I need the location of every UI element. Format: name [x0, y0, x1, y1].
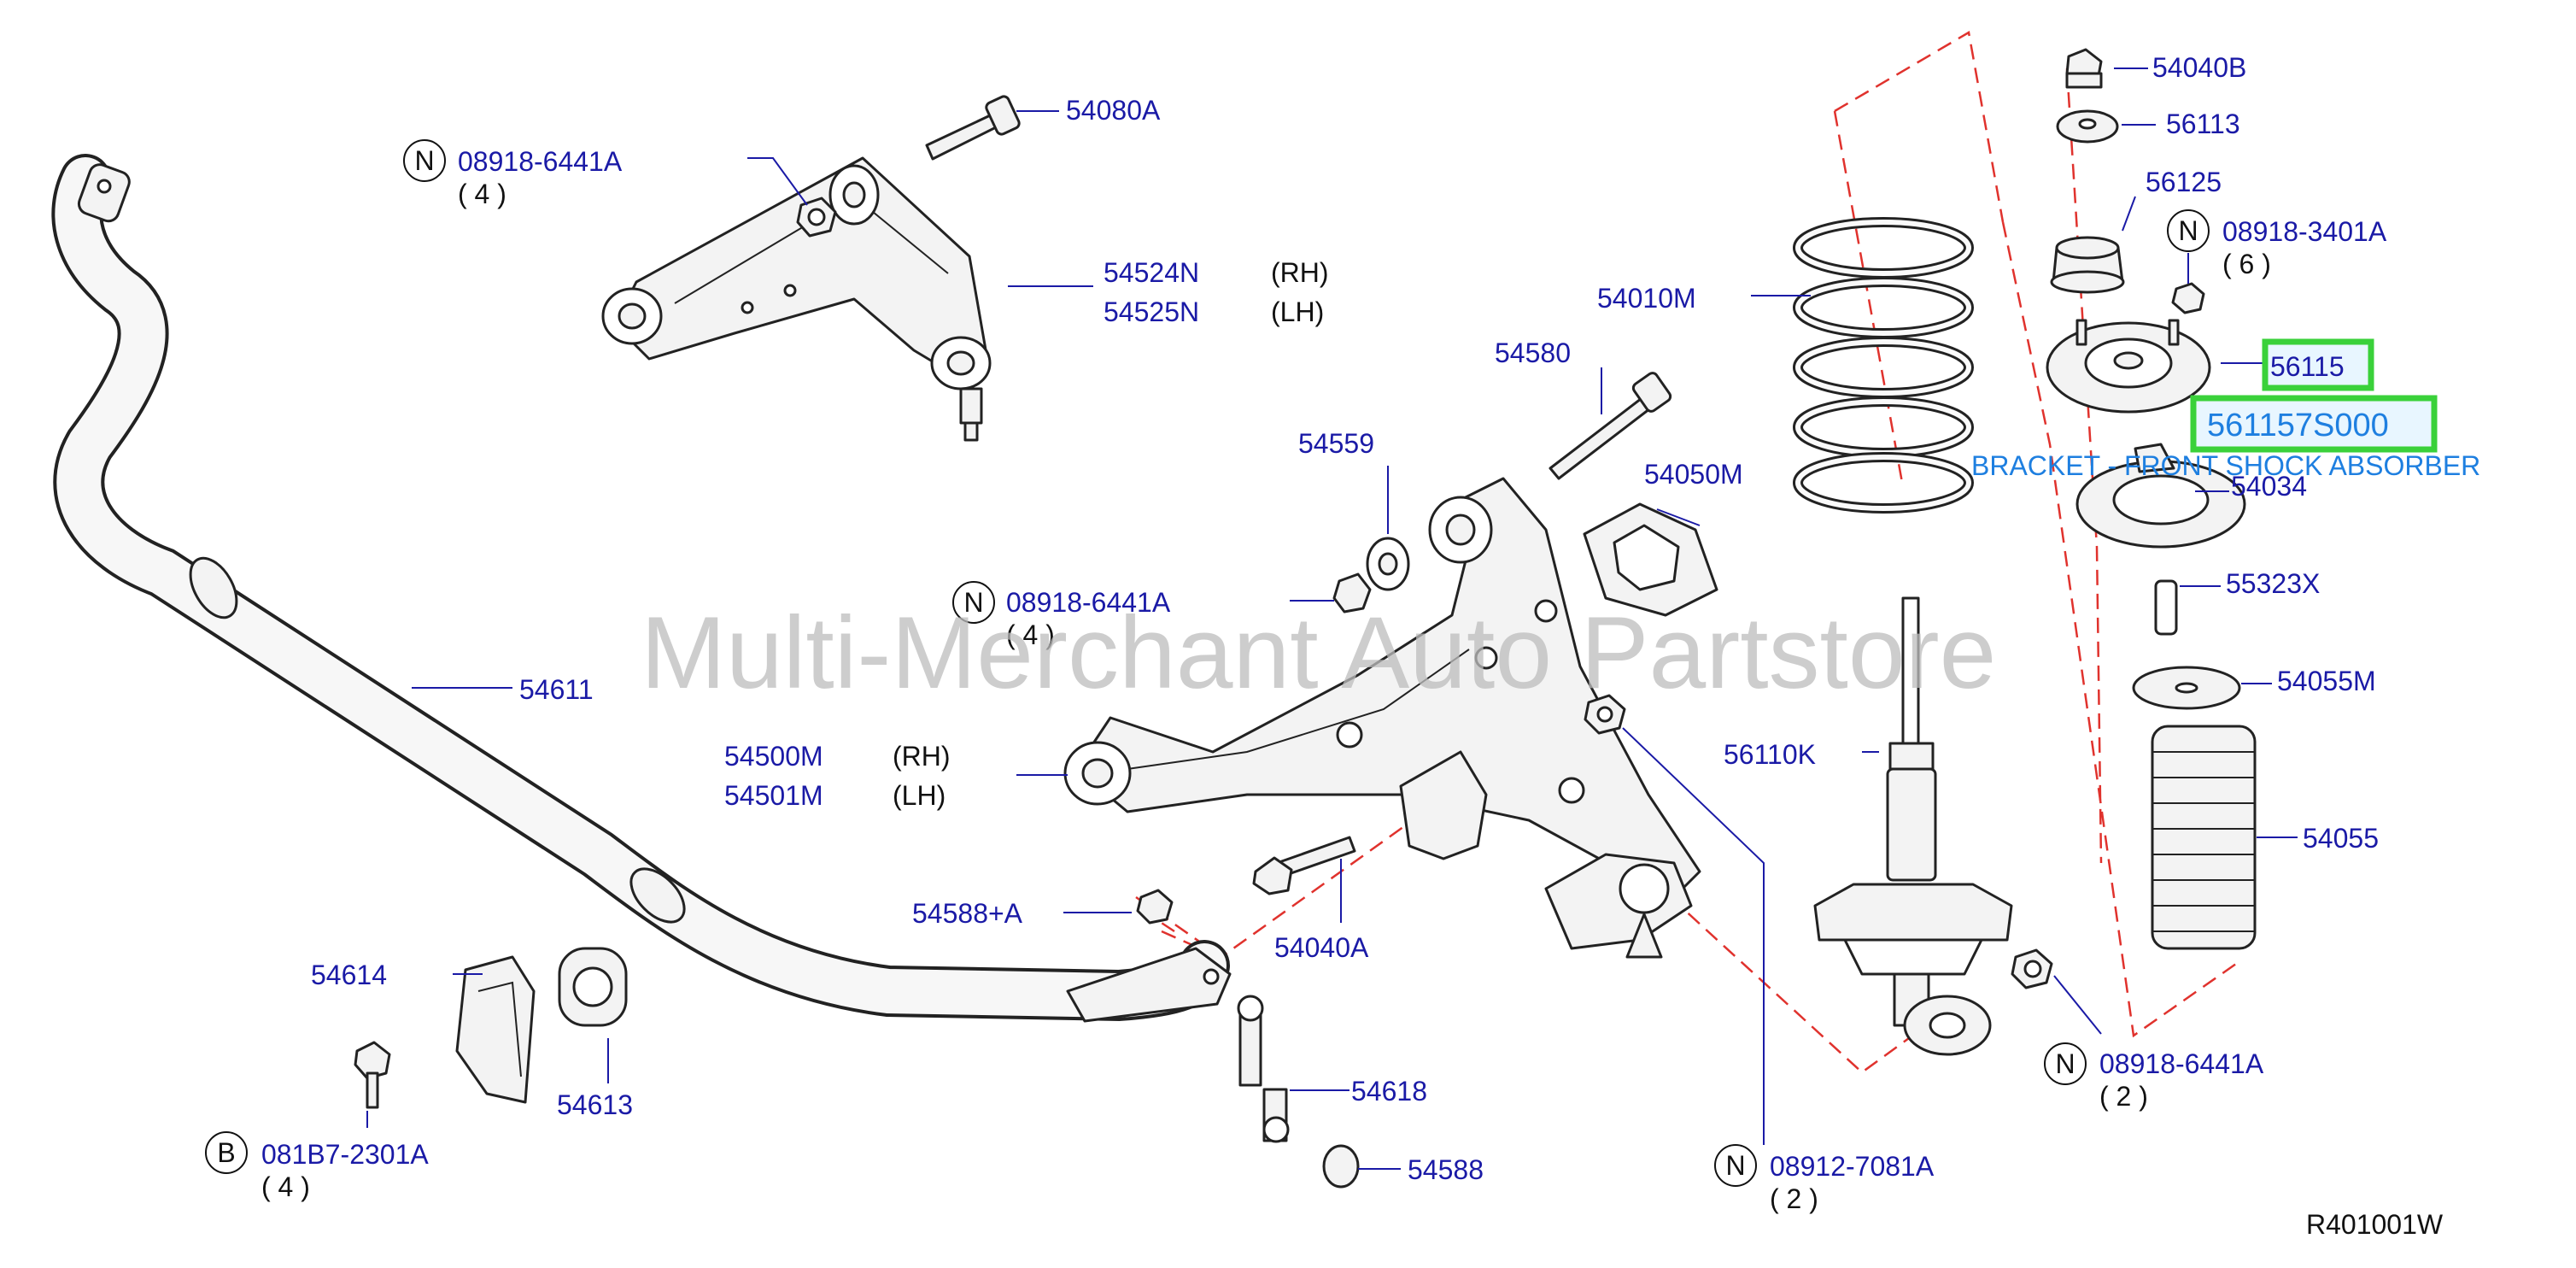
label-54613: 54613	[557, 1089, 633, 1120]
stabilizer-bar	[51, 154, 1232, 1023]
label-08918-6441A-top: 08918-6441A	[458, 146, 623, 177]
hardware-small	[354, 372, 1718, 1189]
n-marker: N	[2044, 1042, 2087, 1085]
lower-control-arm	[1063, 477, 1701, 959]
qty-mid: ( 4 )	[1006, 619, 1055, 650]
svg-text:N: N	[414, 145, 434, 176]
qty-bottom: ( 2 )	[1770, 1183, 1818, 1214]
label-54040B: 54040B	[2152, 52, 2246, 83]
n-marker: N	[952, 581, 995, 624]
label-54559: 54559	[1298, 428, 1374, 459]
label-54040A: 54040A	[1274, 932, 1369, 963]
label-54010M: 54010M	[1597, 283, 1696, 314]
label-54588: 54588	[1408, 1154, 1484, 1185]
top-mount-stack	[2046, 48, 2257, 950]
label-54525N: 54525N	[1104, 296, 1199, 327]
highlight-56115	[2262, 338, 2374, 391]
label-56110K: 56110K	[1724, 739, 1816, 770]
label-54500M: 54500M	[724, 741, 823, 772]
label-08918-6441A-right: 08918-6441A	[2099, 1048, 2264, 1079]
n-marker: N	[2167, 209, 2210, 252]
qty-6: ( 6 )	[2222, 249, 2271, 279]
label-54050M: 54050M	[1644, 459, 1743, 490]
svg-text:N: N	[1725, 1150, 1745, 1181]
n-marker: N	[1714, 1144, 1757, 1187]
label-08918-6441A-mid: 08918-6441A	[1006, 587, 1171, 618]
label-54588A: 54588+A	[912, 898, 1023, 929]
svg-text:N: N	[2055, 1048, 2075, 1079]
label-561157S000: 561157S000	[2207, 408, 2389, 443]
label-lh-upper: (LH)	[1271, 296, 1324, 327]
label-lh-lower: (LH)	[893, 780, 946, 811]
label-rh-upper: (RH)	[1271, 257, 1329, 288]
svg-text:N: N	[2178, 215, 2198, 246]
label-56115: 56115	[2270, 351, 2345, 382]
leader-lines	[366, 68, 2298, 1170]
part-labels: N N B N N N 08918-6441A ( 4 ) 54080A 545…	[205, 52, 2480, 1240]
label-rh-lower: (RH)	[893, 741, 951, 772]
b-marker: B	[205, 1131, 248, 1174]
label-54524N: 54524N	[1104, 257, 1199, 288]
shock-absorber	[1813, 596, 2053, 1056]
qty-top: ( 4 )	[458, 179, 506, 209]
label-08912-7081A: 08912-7081A	[1770, 1151, 1935, 1182]
label-54055M: 54055M	[2277, 666, 2376, 696]
label-54614: 54614	[311, 960, 387, 990]
label-56125: 56125	[2146, 167, 2222, 197]
label-55323X: 55323X	[2226, 568, 2320, 599]
qty-right: ( 2 )	[2099, 1081, 2148, 1112]
label-54611: 54611	[519, 674, 594, 705]
upper-control-arm	[601, 95, 1021, 442]
coil-spring	[1793, 217, 1974, 514]
label-54501M: 54501M	[724, 780, 823, 811]
watermark: Multi-Merchant Auto Partstore	[641, 596, 1996, 710]
svg-text:N: N	[963, 587, 983, 618]
label-54034: 54034	[2231, 471, 2307, 502]
qty-bottom-left: ( 4 )	[261, 1171, 310, 1202]
label-081B7-2301A: 081B7-2301A	[261, 1139, 429, 1170]
label-54080A: 54080A	[1066, 95, 1161, 126]
highlight-561157S000	[2190, 395, 2438, 453]
label-54580: 54580	[1495, 338, 1571, 368]
diagram-code: R401001W	[2306, 1209, 2444, 1240]
label-08918-3401A: 08918-3401A	[2222, 216, 2387, 247]
n-marker: N	[403, 139, 446, 182]
label-54618: 54618	[1351, 1076, 1427, 1107]
label-54055: 54055	[2303, 823, 2379, 854]
label-56113: 56113	[2166, 109, 2240, 139]
bracket-description: BRACKET - FRONT SHOCK ABSORBER	[1971, 450, 2480, 481]
svg-text:B: B	[217, 1137, 235, 1168]
